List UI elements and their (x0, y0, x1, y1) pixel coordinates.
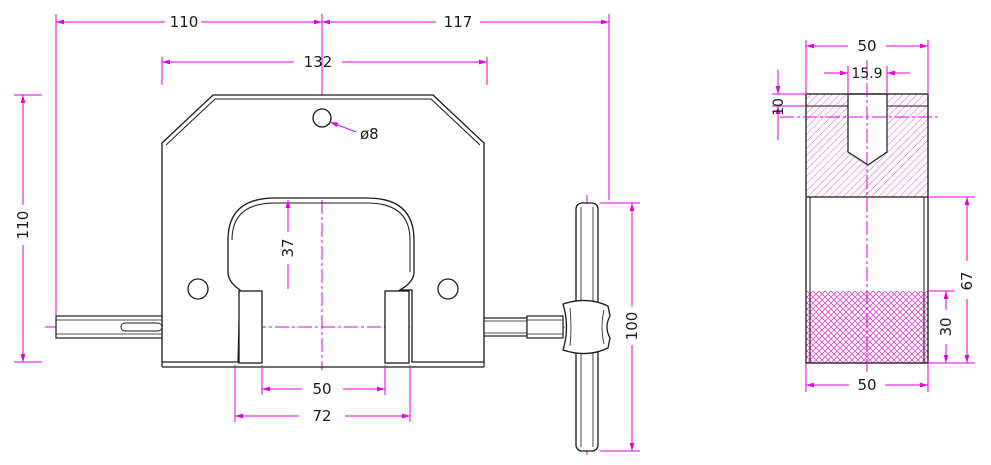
dim-hole-diameter: ø8 (360, 125, 379, 143)
left-jaw (238, 290, 263, 364)
dim-inner-jaw-gap: 50 (312, 380, 331, 398)
front-view: 110 117 132 110 ø8 37 50 72 100 (14, 13, 641, 455)
dim-overall-height: 110 (14, 211, 32, 240)
dim-handle-length: 100 (623, 312, 641, 341)
side-view: 50 15.9 10 67 30 50 (771, 37, 976, 394)
dim-right-width: 117 (444, 13, 473, 31)
right-screw (483, 315, 564, 339)
dim-left-width: 110 (170, 13, 199, 31)
dim-top-thickness: 10 (771, 98, 787, 116)
top-hole (312, 108, 332, 128)
dim-lower-height: 67 (958, 271, 976, 290)
dimension-lines (20, 19, 635, 451)
dim-top-width: 132 (304, 53, 333, 71)
dim-side-bottom-width: 50 (857, 376, 876, 394)
dim-pad-height: 30 (937, 317, 955, 336)
dim-outer-jaw-gap: 72 (312, 407, 331, 425)
clamp-body (161, 94, 485, 363)
right-hole (437, 278, 459, 300)
right-jaw (384, 290, 410, 364)
t-handle (562, 202, 611, 452)
left-hole (187, 278, 209, 300)
left-screw (55, 315, 163, 339)
dim-opening-depth: 37 (279, 238, 297, 257)
dim-side-top-width: 50 (857, 37, 876, 55)
dim-bore-width: 15.9 (851, 66, 882, 82)
